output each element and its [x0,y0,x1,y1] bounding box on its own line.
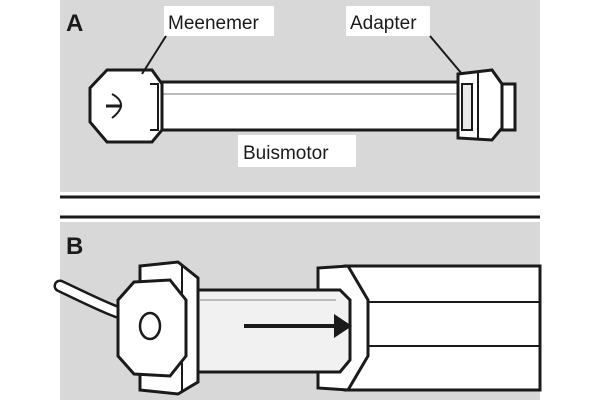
label-adapter-box [346,6,430,36]
label-motor: Buismotor [243,143,329,164]
leader-line-driver [141,35,167,75]
driver-shaft-tip [111,93,122,119]
adapter-inner-ring [461,83,473,131]
label-driver-box [164,6,274,36]
label-driver: Meenemer [168,13,259,34]
panel-b-insertion-view [53,260,542,396]
leader-line-adapter [429,35,463,75]
label-adapter: Adapter [350,13,417,34]
insert-arrow-head [334,314,352,338]
panel-b-letter: B [66,233,83,260]
panel-a-tubular-motor [88,68,517,144]
roller-tube [343,264,542,392]
panel-a-letter: A [66,10,83,37]
label-motor-box [238,135,356,167]
motor-tube [148,80,472,132]
driver-hex-nut [88,68,164,144]
adapter [456,68,517,142]
cable-grommet [138,311,162,341]
motor-tube-b [188,288,352,374]
driver [88,68,164,144]
driver-collar [150,83,159,131]
